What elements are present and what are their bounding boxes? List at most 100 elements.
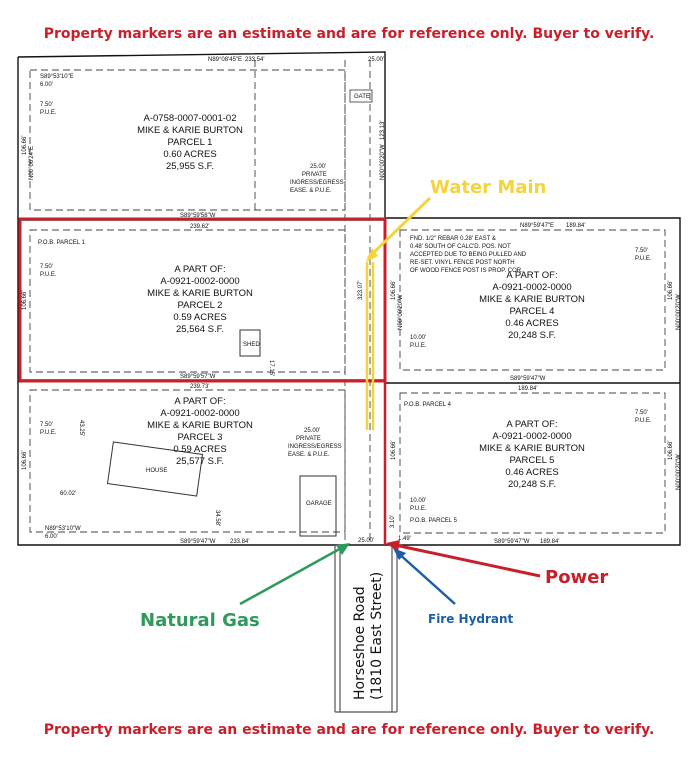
- distance-label: 1.49': [398, 536, 411, 542]
- water-main-arrowhead: [366, 248, 378, 262]
- bearing-label: N00°06'24"E: [29, 146, 35, 180]
- disclaimer-top: Property markers are an estimate and are…: [43, 26, 655, 42]
- shed-label: SHED: [243, 342, 260, 348]
- distance-label: 25.00': [358, 538, 374, 544]
- pue-label: P.U.E.: [40, 272, 57, 278]
- fire-hydrant-label: Fire Hydrant: [428, 612, 514, 626]
- parcel-5-line: 20,248 S.F.: [508, 479, 556, 490]
- parcel-4-line: 0.46 ACRES: [505, 318, 558, 329]
- parcel-5-line: A-0921-0002-0000: [492, 431, 571, 442]
- parcel-5-text: A PART OF: A-0921-0002-0000 MIKE & KARIE…: [479, 419, 585, 490]
- disclaimer-bottom: Property markers are an estimate and are…: [43, 722, 655, 738]
- monument-note: OF WOOD FENCE POST IS PROP. COR.: [410, 268, 523, 274]
- distance-label: 25.00': [368, 57, 384, 63]
- parcel-1-line: 25,955 S.F.: [166, 161, 214, 172]
- parcel-3-line: A-0921-0002-0000: [160, 408, 239, 419]
- power-arrow: [394, 543, 541, 578]
- parcel-4-line: 20,248 S.F.: [508, 330, 556, 341]
- pue-label: 7.50': [40, 102, 53, 108]
- distance-label: 106.66': [22, 451, 28, 471]
- boundary-labels: N89°08'45"E 233.54' S89°53'10"E 6.00' S8…: [22, 57, 682, 545]
- parcel-3-text: A PART OF: A-0921-0002-0000 MIKE & KARIE…: [147, 396, 253, 467]
- parcel-5-line: A PART OF:: [506, 419, 557, 430]
- gas-arrowhead: [336, 543, 350, 555]
- east-block: [385, 217, 681, 546]
- hydrant-arrow: [396, 551, 456, 605]
- easement-label: EASE. & P.U.E.: [288, 452, 330, 458]
- power-arrowhead: [386, 540, 400, 552]
- distance-label: 106.66': [391, 441, 397, 461]
- parcel-3-line: 25,577 S.F.: [176, 456, 224, 467]
- parcel-2-line: A-0921-0002-0000: [160, 276, 239, 287]
- monument-note: RE-SET. VINYL FENCE POST NORTH: [410, 260, 515, 266]
- shed-outline: [239, 329, 261, 357]
- bearing-label: N89°53'10"W: [45, 526, 81, 532]
- distance-label: 106.66': [22, 291, 28, 311]
- parcel-1-line: 0.60 ACRES: [163, 149, 216, 160]
- gate-label: GATE: [354, 94, 370, 100]
- distance-label: 60.02': [60, 491, 76, 497]
- bearing-label: S89°59'47"W: [510, 376, 546, 382]
- distance-label: 189.84': [540, 539, 560, 545]
- parcel-5-line: PARCEL 5: [510, 455, 555, 466]
- pue-label: P.U.E.: [410, 506, 427, 512]
- distance-label: 106.66': [391, 281, 397, 301]
- distance-label: 106.66': [22, 136, 28, 156]
- pue-label: P.U.E.: [635, 418, 652, 424]
- parcel-4-line: PARCEL 4: [510, 306, 555, 317]
- easement-label: 25.00': [304, 428, 320, 434]
- distance-label: 233.84': [230, 539, 250, 545]
- pob-label: P.O.B. PARCEL 1: [38, 240, 86, 246]
- distance-label: 3.10': [390, 515, 396, 528]
- pue-label: 7.50': [635, 248, 648, 254]
- water-main-label: Water Main: [430, 177, 546, 198]
- parcel-2-line: PARCEL 2: [178, 300, 223, 311]
- road-name-line2: (1810 East Street): [369, 572, 385, 700]
- parcel-1-line: PARCEL 1: [168, 137, 213, 148]
- distance-label: 106.66': [668, 281, 674, 301]
- parcel-3-line: A PART OF:: [174, 396, 225, 407]
- distance-label: 239.62': [190, 224, 210, 230]
- distance-label: 6.00': [40, 82, 53, 88]
- easement-label: EASE. & P.U.E.: [290, 188, 332, 194]
- pue-label: 7.50': [635, 410, 648, 416]
- p5-pue: [399, 392, 666, 534]
- garage-outline: [299, 475, 337, 537]
- pob-label: P.O.B. PARCEL 5: [410, 518, 458, 524]
- gate-outline: [349, 89, 373, 103]
- distance-label: 106.66': [668, 441, 674, 461]
- bearing-label: N89°08'45"E: [208, 57, 242, 63]
- easement-label: 25.00': [310, 164, 326, 170]
- parcel-4-line: MIKE & KARIE BURTON: [479, 294, 585, 305]
- water-main-arrow: [366, 196, 432, 260]
- parcel-5-line: 0.46 ACRES: [505, 467, 558, 478]
- pue-label: 7.50': [40, 264, 53, 270]
- pue-label: P.U.E.: [410, 343, 427, 349]
- pue-label: 7.50': [40, 422, 53, 428]
- house-outline: [106, 441, 204, 497]
- garage-label: GARAGE: [306, 501, 332, 507]
- pue-label: 10.00': [410, 335, 426, 341]
- bearing-label: N00°00'20"W: [676, 454, 682, 490]
- bearing-label: N00°00'20"W: [398, 294, 404, 330]
- road-name-line1: Horseshoe Road: [352, 586, 368, 700]
- parcel-4-text: A PART OF: A-0921-0002-0000 MIKE & KARIE…: [479, 270, 585, 341]
- house-label: HOUSE: [146, 468, 167, 474]
- monument-note: FND. 1/2" REBAR 0.28' EAST &: [410, 236, 496, 242]
- pue-label: 10.00': [410, 498, 426, 504]
- easement-label: INGRESS/EGRESS: [290, 180, 344, 186]
- bearing-label: S89°59'57"W: [180, 374, 216, 380]
- pue-label: P.U.E.: [635, 256, 652, 262]
- distance-label: 239.73': [190, 384, 210, 390]
- parcel-2-line: A PART OF:: [174, 264, 225, 275]
- road: [334, 545, 398, 713]
- parcel-3-line: MIKE & KARIE BURTON: [147, 420, 253, 431]
- parcel-3-line: 0.59 ACRES: [173, 444, 226, 455]
- parcel-2-text: A PART OF: A-0921-0002-0000 MIKE & KARIE…: [147, 264, 253, 335]
- easement-label: PRIVATE: [302, 172, 327, 178]
- parcel-5-line: MIKE & KARIE BURTON: [479, 443, 585, 454]
- parcel-1-line: A-0758-0007-0001-02: [144, 113, 237, 124]
- hydrant-arrowhead: [393, 548, 406, 560]
- distance-label: 323.07': [358, 281, 364, 301]
